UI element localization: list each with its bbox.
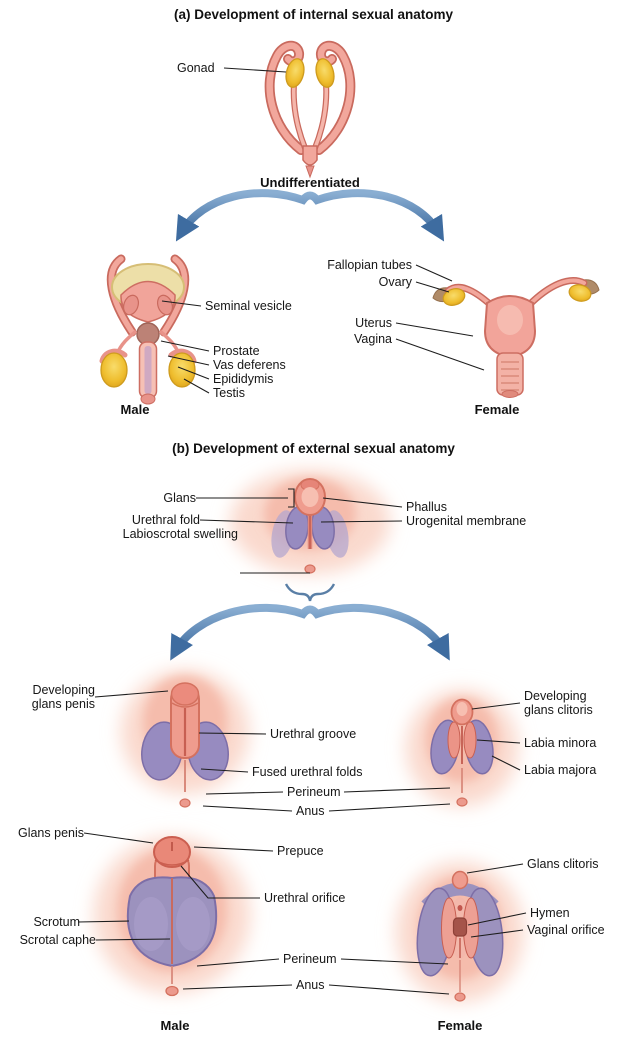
- labia-majora-label: Labia majora: [524, 763, 597, 777]
- anus-final-label: Anus: [296, 978, 325, 992]
- urethral-groove-label: Urethral groove: [270, 727, 357, 741]
- male-internal-caption: Male: [120, 402, 150, 417]
- final-male-external-illustration: [94, 836, 250, 997]
- section-b-title: (b) Development of external sexual anato…: [172, 441, 455, 456]
- prepuce-label: Prepuce: [277, 844, 324, 858]
- perineum-final-label: Perineum: [283, 952, 337, 966]
- leader-lines: [77, 67, 527, 995]
- final-female-external-illustration: [396, 862, 524, 1002]
- labioscrotal-swelling-label: Labioscrotal swelling: [122, 527, 238, 541]
- male-internal-illustration: [99, 254, 197, 405]
- undifferentiated-caption: Undifferentiated: [260, 175, 360, 190]
- fallopian-tubes-label: Fallopian tubes: [327, 258, 412, 272]
- glans-clitoris-label: Glans clitoris: [527, 857, 599, 871]
- female-internal-caption: Female: [474, 402, 520, 417]
- section-a-title: (a) Development of internal sexual anato…: [173, 7, 454, 22]
- split-arrow-external: [170, 583, 450, 661]
- female-internal-illustration: [432, 277, 600, 398]
- scrotal-caphe-label: Scrotal caphe: [19, 933, 96, 947]
- uterus-label: Uterus: [355, 316, 392, 330]
- urethral-fold-label: Urethral fold: [131, 513, 200, 527]
- developing-glans-clitoris-label: Developing glans clitoris: [524, 689, 593, 717]
- phallus-label: Phallus: [406, 500, 447, 514]
- split-arrow-internal: [175, 189, 445, 242]
- ovary-label: Ovary: [378, 275, 412, 289]
- seminal-vesicle-label: Seminal vesicle: [205, 299, 292, 313]
- labia-minora-label: Labia minora: [524, 736, 597, 750]
- developing-female-external-illustration: [406, 690, 518, 807]
- developing-male-external-illustration: [121, 670, 249, 808]
- glans-penis-label: Glans penis: [17, 826, 84, 840]
- hymen-label: Hymen: [530, 906, 570, 920]
- prostate-label: Prostate: [213, 344, 260, 358]
- vaginal-orifice-label: Vaginal orifice: [527, 923, 605, 937]
- epididymis-label: Epididymis: [213, 372, 274, 386]
- developing-glans-penis-label: Developing glans penis: [31, 683, 95, 711]
- gonad-label: Gonad: [177, 61, 215, 75]
- vas-deferens-label: Vas deferens: [213, 358, 286, 372]
- glans-label: Glans: [163, 491, 196, 505]
- testis-label: Testis: [213, 386, 245, 400]
- scrotum-label: Scrotum: [33, 915, 80, 929]
- urethral-orifice-label: Urethral orifice: [264, 891, 346, 905]
- male-final-caption: Male: [160, 1018, 190, 1033]
- undifferentiated-internal-illustration: [264, 40, 356, 179]
- perineum-developing-label: Perineum: [287, 785, 341, 799]
- female-final-caption: Female: [437, 1018, 483, 1033]
- urogenital-membrane-label: Urogenital membrane: [406, 514, 527, 528]
- fused-urethral-folds-label: Fused urethral folds: [252, 765, 363, 779]
- undifferentiated-external-illustration: [230, 470, 390, 574]
- anus-developing-label: Anus: [296, 804, 325, 818]
- vagina-label: Vagina: [354, 332, 392, 346]
